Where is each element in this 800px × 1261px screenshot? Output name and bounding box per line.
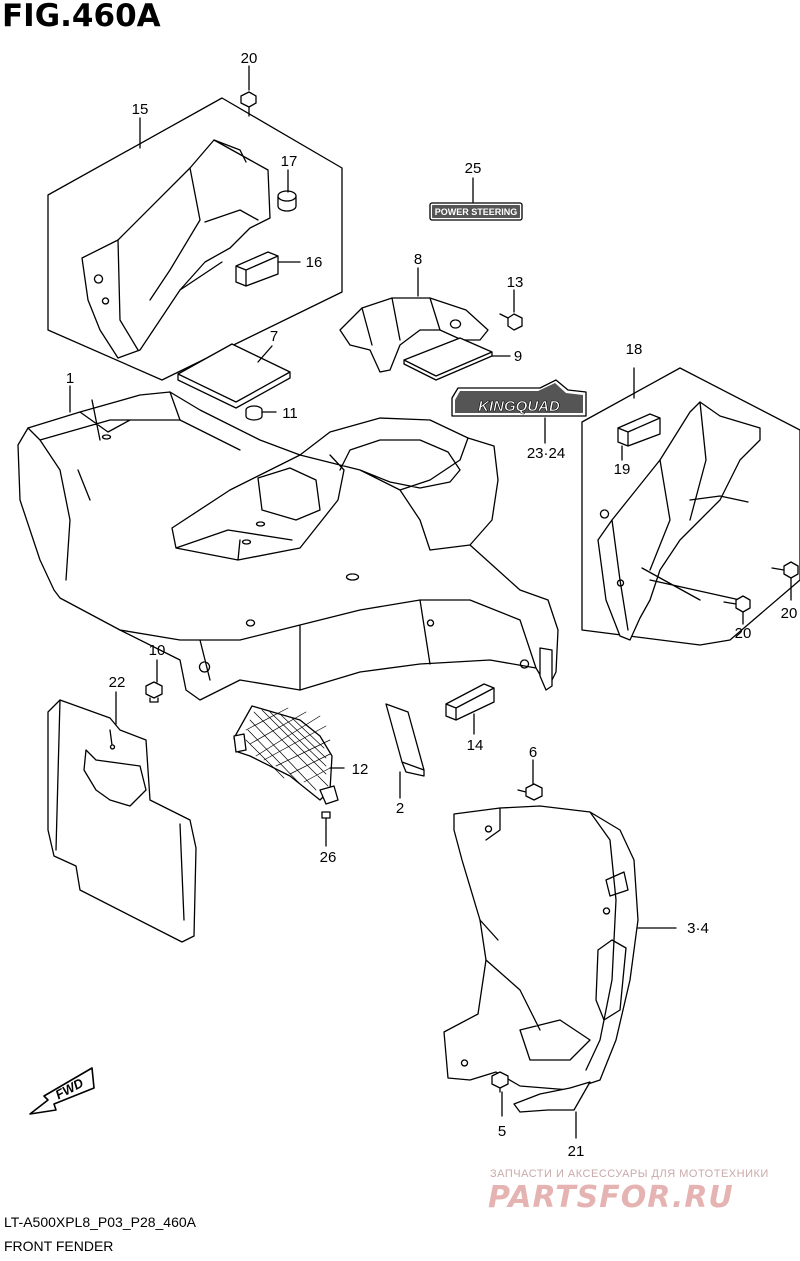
callout-20-top: 20 bbox=[241, 50, 258, 67]
part-19-pad bbox=[617, 413, 661, 447]
part-6-clip bbox=[517, 783, 543, 801]
callout-5: 5 bbox=[498, 1123, 506, 1140]
callout-17: 17 bbox=[281, 153, 298, 170]
part-8-cover bbox=[339, 297, 489, 373]
part-12-outline bbox=[233, 705, 333, 801]
part-10-bolt bbox=[145, 681, 163, 703]
part-8-detail bbox=[361, 297, 462, 346]
part-14-pad bbox=[445, 683, 495, 721]
part-15-detail bbox=[93, 139, 259, 351]
part-18-group bbox=[581, 367, 800, 646]
figure-title: FIG.460A bbox=[2, 0, 161, 34]
part-12-grille bbox=[233, 705, 345, 805]
part-21-flap bbox=[513, 1081, 591, 1113]
part-18-detail bbox=[599, 401, 749, 631]
part-22-detail bbox=[55, 699, 185, 921]
power-steering-label: POWER STEERING bbox=[435, 207, 518, 217]
callout-9: 9 bbox=[514, 348, 522, 365]
power-steering-badge: POWER STEERING bbox=[429, 177, 523, 221]
part-12-mesh bbox=[245, 707, 331, 791]
part-22-guard bbox=[47, 691, 197, 943]
callout-25: 25 bbox=[465, 160, 482, 177]
part-7-pad bbox=[177, 343, 291, 409]
part-12-clip bbox=[233, 733, 339, 805]
callout-13: 13 bbox=[507, 274, 524, 291]
callout-3-4: 3·4 bbox=[687, 920, 709, 937]
watermark-logo: PARTSFOR.RU bbox=[488, 1180, 734, 1215]
fender-detail bbox=[27, 391, 537, 691]
leader-7 bbox=[257, 345, 273, 363]
callout-16: 16 bbox=[306, 254, 323, 271]
callout-26: 26 bbox=[320, 849, 337, 866]
callout-20-mid: 20 bbox=[735, 625, 752, 642]
part-18-box bbox=[581, 367, 800, 646]
part-5-bolt bbox=[491, 1071, 509, 1093]
callout-11: 11 bbox=[282, 405, 298, 422]
callout-7: 7 bbox=[270, 328, 278, 345]
part-20-bolt-right bbox=[771, 561, 799, 579]
part-22-outline bbox=[47, 699, 197, 943]
callout-1: 1 bbox=[66, 370, 74, 387]
callout-12: 12 bbox=[352, 761, 369, 778]
part-13-screw bbox=[499, 313, 523, 331]
part-3-4-outline bbox=[443, 805, 639, 1091]
callout-20-right: 20 bbox=[781, 605, 798, 622]
part-26-screw bbox=[321, 811, 331, 829]
part-15-panel bbox=[81, 139, 271, 359]
callout-19: 19 bbox=[614, 461, 631, 478]
part-20-bolt-top bbox=[240, 91, 257, 117]
part-20-bolt-mid bbox=[723, 595, 751, 613]
kingquad-emblem: KINGQUAD bbox=[451, 379, 587, 444]
part-15-box bbox=[47, 97, 343, 381]
part-3-4-detail bbox=[460, 807, 629, 1071]
part-18-panel bbox=[597, 401, 761, 641]
section-name: FRONT FENDER bbox=[4, 1238, 114, 1254]
callout-21: 21 bbox=[568, 1143, 585, 1160]
watermark-caption: ЗАПЧАСТИ И АКСЕССУАРЫ ДЛЯ МОТОТЕХНИКИ bbox=[490, 1168, 769, 1180]
callout-labels: 20 15 17 16 25 8 13 9 7 11 1 23·24 18 19… bbox=[66, 50, 798, 1160]
fwd-arrow: FWD bbox=[29, 1067, 95, 1115]
part-2-pad bbox=[385, 703, 425, 777]
part-17-grommet bbox=[277, 190, 297, 212]
kingquad-label: KINGQUAD bbox=[478, 398, 560, 415]
callout-15: 15 bbox=[132, 101, 149, 118]
part-11-grommet bbox=[245, 405, 263, 421]
callout-18: 18 bbox=[626, 341, 643, 358]
diagram-code: LT-A500XPL8_P03_P28_460A bbox=[4, 1214, 197, 1230]
callout-8: 8 bbox=[414, 251, 422, 268]
callout-6: 6 bbox=[529, 744, 537, 761]
part-9-pad bbox=[403, 337, 493, 381]
callout-23-24: 23·24 bbox=[527, 445, 565, 462]
part-16-pad bbox=[235, 251, 279, 287]
part-1-front-fender bbox=[17, 385, 559, 701]
part-15-group bbox=[47, 65, 343, 381]
callout-14: 14 bbox=[467, 737, 484, 754]
callout-2: 2 bbox=[396, 800, 404, 817]
part-8-group bbox=[339, 267, 523, 381]
part-3-4-mudguard bbox=[443, 805, 677, 1091]
callout-10: 10 bbox=[149, 642, 166, 659]
fender-bracket bbox=[539, 647, 553, 691]
callout-22: 22 bbox=[109, 674, 126, 691]
